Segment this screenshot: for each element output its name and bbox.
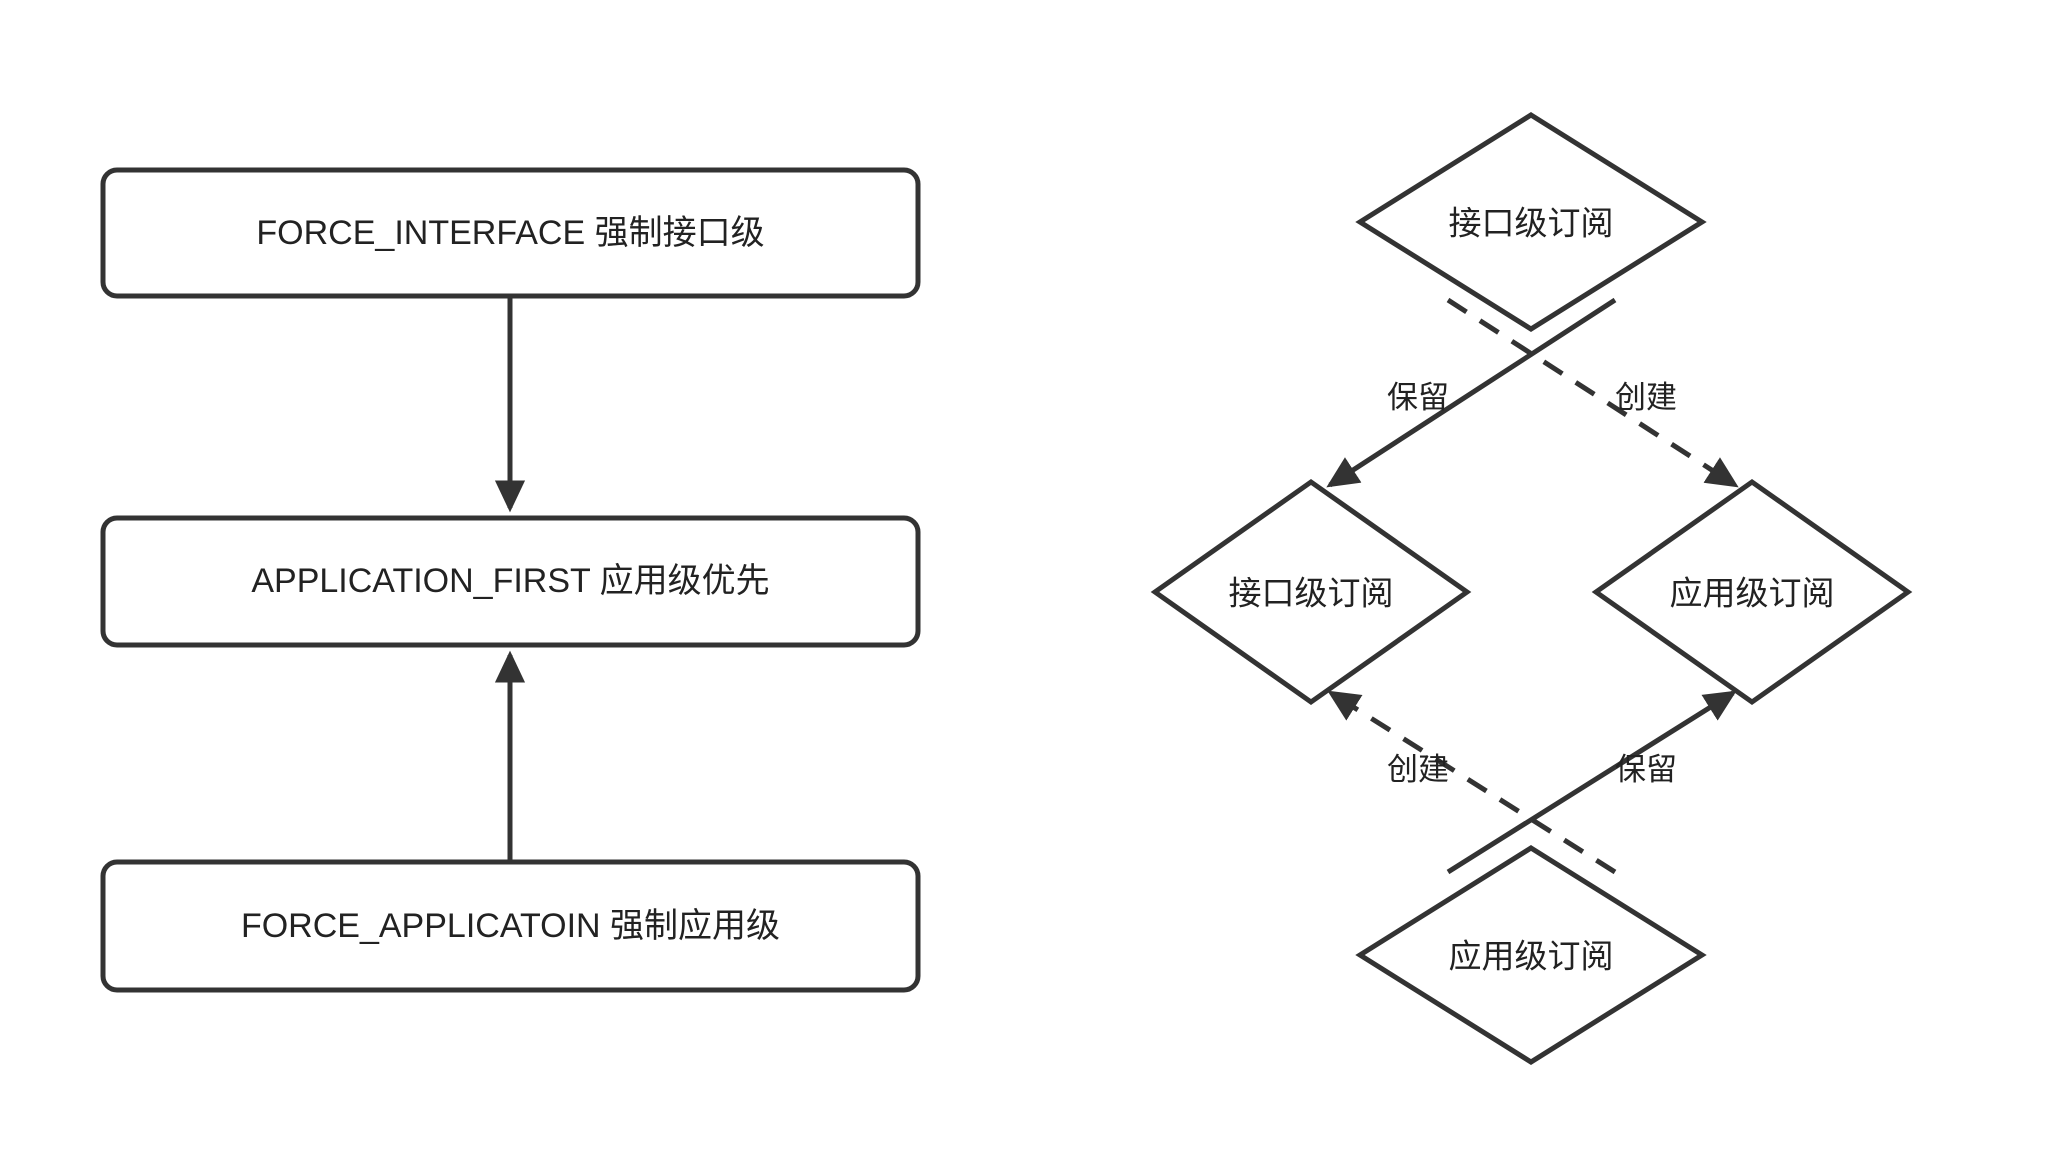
node-mid-interface-shape[interactable] [1150, 478, 1472, 706]
node-mid-application[interactable]: 应用级订阅 [1591, 478, 1913, 706]
node-force-interface-shape[interactable] [100, 167, 921, 299]
node-force-interface-label: FORCE_INTERFACE 强制接口级 [256, 214, 764, 252]
edge-bottom-application-to-mid-application: 保留 [1446, 690, 1737, 875]
node-force-application-shape[interactable] [100, 859, 921, 993]
edge-label-create-lower: 创建 [1387, 752, 1449, 787]
edge-line-create-lower [1327, 690, 1617, 875]
edge-label-retain-upper: 保留 [1387, 380, 1449, 415]
edge-line-create-upper [1446, 297, 1739, 488]
node-mid-application-shape[interactable] [1591, 478, 1913, 706]
edge-bottom-application-to-mid-interface: 创建 [1327, 690, 1617, 875]
node-bottom-application-shape[interactable] [1355, 845, 1707, 1065]
node-mid-interface[interactable]: 接口级订阅 [1150, 478, 1472, 706]
node-application-first-shape[interactable] [100, 515, 921, 648]
edge-label-create-upper: 创建 [1615, 380, 1677, 415]
edge-label-retain-lower: 保留 [1615, 752, 1677, 787]
node-force-application[interactable]: FORCE_APPLICATOIN 强制应用级 [100, 859, 921, 993]
edge-top-interface-to-mid-interface: 保留 [1326, 297, 1617, 488]
node-application-first[interactable]: APPLICATION_FIRST 应用级优先 [100, 515, 921, 648]
node-mid-application-label: 应用级订阅 [1670, 575, 1835, 612]
left-flowchart: FORCE_INTERFACE 强制接口级 APPLICATION_FIRST … [100, 167, 921, 993]
node-bottom-application-label: 应用级订阅 [1449, 938, 1614, 975]
node-top-interface[interactable]: 接口级订阅 [1355, 112, 1707, 332]
node-bottom-application[interactable]: 应用级订阅 [1355, 845, 1707, 1065]
node-top-interface-label: 接口级订阅 [1449, 205, 1614, 242]
node-force-interface[interactable]: FORCE_INTERFACE 强制接口级 [100, 167, 921, 299]
node-top-interface-shape[interactable] [1355, 112, 1707, 332]
edge-line-retain-lower [1446, 690, 1737, 875]
node-application-first-label: APPLICATION_FIRST 应用级优先 [251, 562, 769, 600]
right-flowchart: 保留 创建 创建 保留 接口级订阅 [1150, 112, 1913, 1065]
node-force-application-label: FORCE_APPLICATOIN 强制应用级 [241, 907, 780, 945]
edge-top-interface-to-mid-application: 创建 [1446, 297, 1739, 488]
edge-line-retain-upper [1326, 297, 1617, 488]
node-mid-interface-label: 接口级订阅 [1229, 575, 1394, 612]
